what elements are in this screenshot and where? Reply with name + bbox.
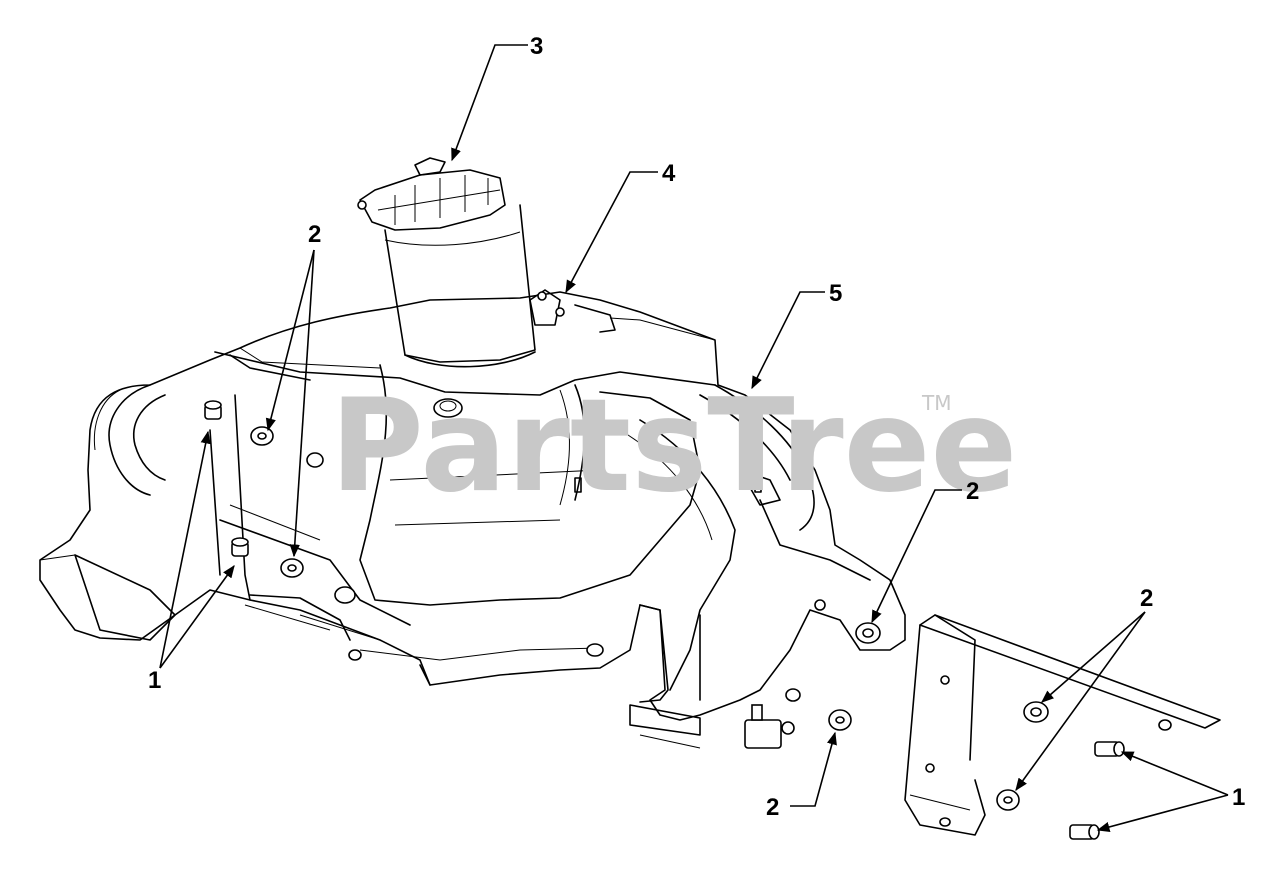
watermark-trademark: TM xyxy=(921,391,951,415)
mounting-bracket xyxy=(904,614,1221,836)
callout-1-left: 1 xyxy=(148,667,161,694)
washer-icon xyxy=(280,558,304,578)
tank-housing xyxy=(39,291,906,749)
callout-1-right: 1 xyxy=(1232,784,1245,811)
watermark: PartsTree TM xyxy=(330,372,1017,521)
bolt-icon xyxy=(204,400,222,420)
bolt-icon xyxy=(231,537,249,557)
watermark-text: PartsTree xyxy=(330,372,1017,521)
callout-leaders xyxy=(159,44,1229,832)
washer-icon xyxy=(855,622,881,644)
callout-2-mid: 2 xyxy=(966,478,979,505)
callout-labels: 3 4 5 2 1 2 2 1 2 xyxy=(148,33,1245,821)
callout-2-right: 2 xyxy=(1140,585,1153,612)
bolt-icon xyxy=(1094,741,1125,757)
callout-2-bottom: 2 xyxy=(766,794,779,821)
bolt-icon xyxy=(1069,824,1100,840)
callout-2-topleft: 2 xyxy=(308,221,321,248)
callout-3: 3 xyxy=(530,33,543,60)
washer-icon xyxy=(250,426,274,446)
callout-5: 5 xyxy=(829,280,842,307)
clip-icon xyxy=(744,688,801,749)
washer-icon xyxy=(996,789,1020,811)
vent-fitting xyxy=(529,289,716,341)
washer-icon xyxy=(828,709,852,731)
hardware xyxy=(204,400,1125,840)
washer-icon xyxy=(1023,701,1049,723)
filler-neck-and-cap xyxy=(357,157,536,368)
callout-4: 4 xyxy=(662,160,676,187)
